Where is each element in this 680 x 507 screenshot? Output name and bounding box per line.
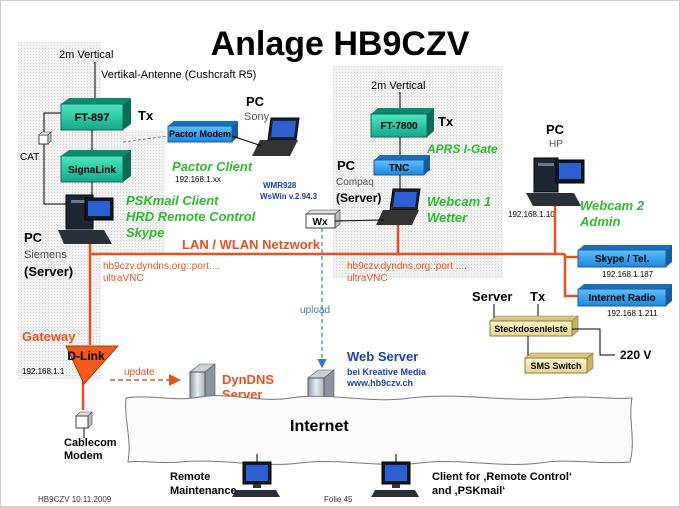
update-label: update [124, 367, 155, 378]
ft897-label: FT-897 [75, 112, 110, 124]
compaq-antenna-label: 2m Vertical [371, 80, 425, 92]
sony-laptop-icon [252, 117, 300, 156]
gateway-label: Gateway [22, 329, 76, 344]
voltage-label: 220 V [620, 348, 651, 362]
signalink-box: SignaLink [60, 150, 131, 183]
app-pskmail: PSKmail Client [126, 193, 219, 208]
footer-center: Folie 45 [324, 495, 353, 504]
strip-tx-label: Tx [530, 289, 546, 304]
sony-ip: 192.168.1.xx [175, 175, 221, 184]
sms-switch-box: SMS Switch [524, 352, 594, 374]
ft897-to-pactor-link [122, 135, 169, 143]
wmr928-label: WMR928 [263, 181, 297, 190]
hp-pc-brand: HP [549, 139, 563, 150]
cat-label: CAT [20, 152, 39, 163]
ft897-tx-label: Tx [138, 108, 154, 123]
lan-label: LAN / WLAN Netzwork [182, 237, 321, 252]
pactor-modem-label: Pactor Modem [169, 129, 231, 139]
compaq-pc-role: (Server) [336, 191, 381, 205]
pactor-client-label: Pactor Client [172, 159, 253, 174]
tnc-label: TNC [389, 163, 410, 174]
dlink-label: D-Link [67, 349, 105, 363]
web-server-host: bei Kreative Media [347, 367, 427, 377]
siemens-pc-icon [58, 194, 114, 244]
dlink-router: D-Link [65, 345, 120, 385]
skype-ip: 192.168.1.187 [602, 270, 654, 279]
aprs-igate-label: APRS I-Gate [426, 142, 498, 156]
left-antenna2-label: Vertikal-Antenne (Cushcraft R5) [101, 69, 256, 81]
client-pc-icon [371, 461, 419, 497]
siemens-pc-role: (Server) [24, 264, 73, 279]
wx-label: Wx [313, 217, 328, 228]
hp-ip: 192.168.1.10 [508, 210, 555, 219]
wx-box: Wx [305, 209, 341, 229]
internet-radio-box: Internet Radio [577, 284, 672, 307]
upload-label: upload [300, 305, 330, 316]
gateway-ip: 192.168.1.1 [22, 367, 65, 376]
page-title: Anlage HB9CZV [211, 25, 470, 63]
siemens-pc-brand: Siemens [24, 249, 67, 261]
modem-label: Modem [64, 450, 103, 462]
pactor-modem-box: Pactor Modem [167, 121, 238, 143]
internet-cloud [125, 395, 633, 465]
ft897-radio: FT-897 [60, 98, 131, 131]
client-label-2: and ‚PSKmail‘ [432, 485, 505, 497]
cat-connector [38, 131, 52, 145]
cat-line-bottom [43, 144, 66, 205]
right-vnc-text: ultraVNC [347, 273, 388, 284]
sms-switch-label: SMS Switch [530, 361, 581, 371]
internet-radio-label: Internet Radio [588, 293, 655, 304]
hp-pc-label: PC [546, 122, 565, 137]
compaq-pc-label: PC [337, 158, 356, 173]
steckdosenleiste-label: Steckdosenleiste [494, 324, 568, 334]
app-admin: Admin [579, 214, 621, 229]
compaq-pc-brand: Compaq [336, 177, 374, 188]
skype-tel-label: Skype / Tel. [595, 254, 650, 265]
footer-left: HB9CZV 10.11.2009 [38, 495, 112, 504]
remote-maintenance-pc-icon [232, 461, 280, 497]
tnc-box: TNC [373, 155, 430, 176]
strip-server-label: Server [472, 289, 512, 304]
signalink-label: SignaLink [68, 165, 116, 176]
modem-to-laptop-line [231, 135, 263, 147]
client-label-1: Client for ‚Remote Control‘ [432, 471, 572, 483]
cablecom-modem-icon [75, 411, 93, 429]
cablecom-label: Cablecom [64, 437, 117, 449]
siemens-pc-label: PC [24, 230, 43, 245]
sony-pc-label: PC [246, 94, 265, 109]
sony-pc-brand: Sony [244, 111, 270, 123]
dyndns-label: DynDNS [222, 372, 274, 387]
left-antenna-label: 2m Vertical [59, 49, 113, 61]
internet-radio-ip: 192.168.1.211 [607, 309, 658, 318]
wswin-label: WsWin v.2.94.3 [260, 192, 318, 201]
skype-tel-box: Skype / Tel. [577, 245, 672, 268]
remote-label-2: Maintenance [170, 485, 237, 497]
web-server-url: www.hb9czv.ch [346, 378, 413, 388]
ft7800-radio: FT-7800 [370, 108, 434, 138]
hp-pc-icon [526, 157, 585, 206]
web-server-title: Web Server [347, 349, 418, 364]
ft7800-tx-label: Tx [438, 114, 454, 129]
remote-label-1: Remote [170, 471, 210, 483]
compaq-laptop-icon [376, 188, 421, 225]
app-hrd: HRD Remote Control [126, 209, 256, 224]
right-dyndns-text: hb9czv.dyndns.org::port .... [347, 261, 467, 272]
app-wetter: Wetter [427, 210, 468, 225]
app-skype: Skype [126, 225, 164, 240]
app-webcam2: Webcam 2 [580, 198, 645, 213]
left-dyndns-text: hb9czv.dyndns.org::port.... [103, 261, 220, 272]
left-vnc-text: ultraVNC [103, 273, 144, 284]
strip-power-line [572, 328, 615, 356]
steckdosenleiste-box: Steckdosenleiste [489, 315, 579, 337]
app-webcam1: Webcam 1 [427, 194, 491, 209]
ft7800-label: FT-7800 [380, 121, 418, 132]
cat-line-top [43, 112, 61, 132]
wx-to-laptop-line [334, 219, 385, 222]
internet-label: Internet [290, 418, 349, 435]
